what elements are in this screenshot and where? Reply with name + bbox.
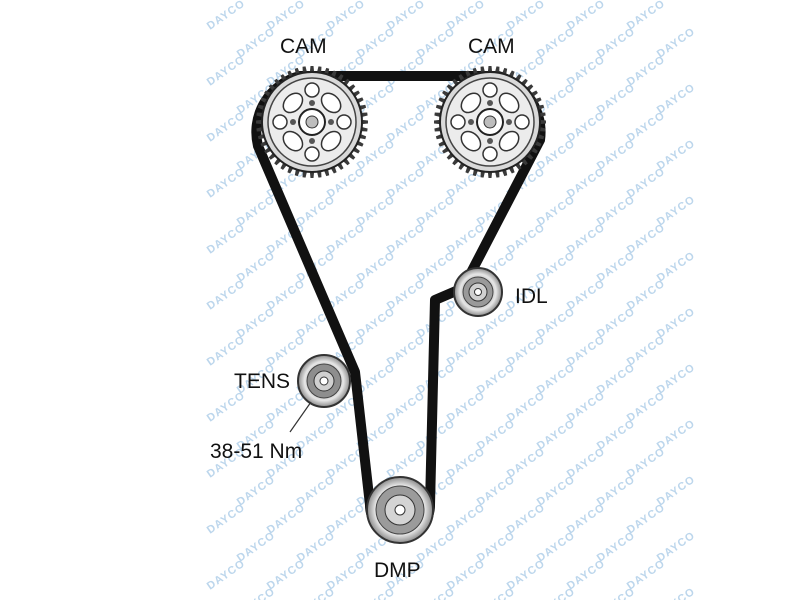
label-torque: 38-51 Nm (210, 440, 302, 463)
torque-leader-line (289, 401, 312, 433)
idler-pulley (453, 267, 503, 317)
gear-bolt (506, 119, 512, 125)
gear-window (498, 92, 520, 114)
watermark-text: DAYCO (475, 586, 518, 600)
watermark-text: DAYCO (205, 222, 248, 257)
watermark-text: DAYCO (205, 558, 248, 593)
gear-hole (272, 114, 288, 130)
cam-gear-right (434, 66, 546, 178)
gear-window (282, 130, 304, 152)
gear-hole (482, 146, 498, 162)
watermark-text: DAYCO (205, 110, 248, 145)
gear-window (320, 130, 342, 152)
gear-holes (272, 82, 352, 162)
gear-hole (304, 82, 320, 98)
watermark-text: DAYCO (205, 54, 248, 89)
label-tensioner: TENS (234, 370, 290, 393)
gear-hole (304, 146, 320, 162)
tensioner-pulley (297, 354, 351, 408)
watermark-text: DAYCO (205, 166, 248, 201)
watermark-text: DAYCO (535, 586, 578, 600)
gear-window (498, 130, 520, 152)
watermark-text: DAYCO (355, 586, 398, 600)
damper-pulley (366, 476, 434, 544)
watermark-text: DAYCO (205, 278, 248, 313)
watermark-text: DAYCO (205, 334, 248, 369)
gear-hole (482, 82, 498, 98)
gear-bolt (328, 119, 334, 125)
watermark-text: DAYCO (205, 502, 248, 537)
gear-bolt (309, 100, 315, 106)
gear-hole (450, 114, 466, 130)
watermark-text: DAYCO (295, 586, 338, 600)
gear-window (460, 92, 482, 114)
label-cam-right: CAM (468, 35, 515, 58)
watermark-text: DAYCO (415, 586, 458, 600)
gear-bolt (290, 119, 296, 125)
gear-bolt (468, 119, 474, 125)
label-idler: IDL (515, 285, 548, 308)
label-cam-left: CAM (280, 35, 327, 58)
gear-holes (450, 82, 530, 162)
label-damper: DMP (374, 559, 421, 582)
gear-hole (336, 114, 352, 130)
cam-gear-left (256, 66, 368, 178)
watermark-text: DAYCO (235, 586, 278, 600)
gear-bolt (487, 100, 493, 106)
watermark-text: DAYCO (205, 390, 248, 425)
watermark-text: DAYCO (595, 586, 638, 600)
gear-hole (514, 114, 530, 130)
gear-window (460, 130, 482, 152)
gear-bolt (487, 138, 493, 144)
gear-bolt (309, 138, 315, 144)
gear-window (320, 92, 342, 114)
watermark-text: DAYCO (655, 586, 698, 600)
watermark-text: DAYCO (205, 0, 248, 32)
gear-window (282, 92, 304, 114)
